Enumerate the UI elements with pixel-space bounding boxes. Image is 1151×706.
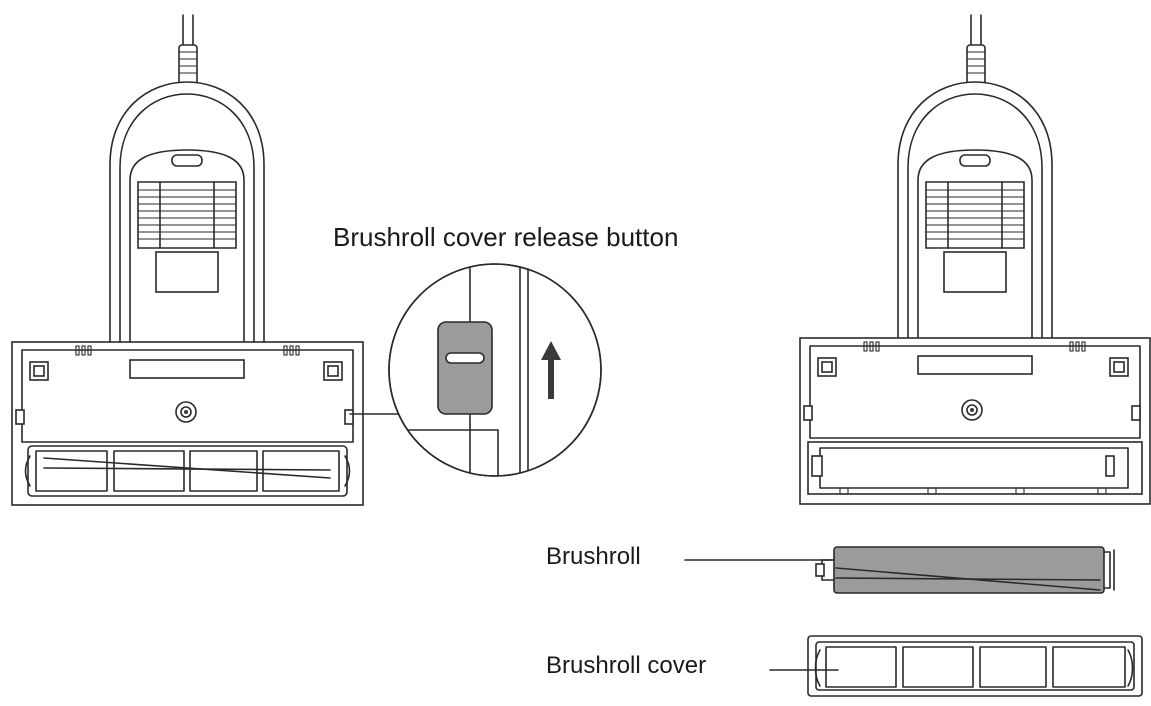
release-button	[437, 321, 493, 415]
screw-left	[175, 401, 197, 423]
brushroll-cover-window-left	[24, 445, 351, 497]
release-button-zoom	[388, 263, 602, 477]
screw-right	[961, 399, 983, 421]
vacuum-head-assembled	[11, 14, 364, 506]
brushroll-cover-part	[807, 635, 1143, 697]
base-vents-right	[863, 341, 1086, 352]
label-brushroll: Brushroll	[546, 543, 641, 570]
brushroll-cavity	[807, 441, 1143, 495]
label-plate-left	[155, 251, 219, 293]
vacuum-head-cover-removed	[799, 14, 1151, 505]
brushroll-part	[815, 546, 1115, 594]
vent-grille-left	[137, 181, 237, 249]
release-tab-right-side	[344, 409, 354, 425]
arrow-up-icon	[541, 341, 561, 399]
handle-slot-right	[959, 154, 991, 167]
label-plate-right	[943, 251, 1007, 293]
release-tab-left-side	[15, 409, 25, 425]
label-release-button: Brushroll cover release button	[333, 222, 679, 252]
vent-grille-right	[925, 181, 1025, 249]
base-vents-left	[75, 345, 300, 356]
label-brushroll-cover: Brushroll cover	[546, 652, 707, 679]
handle-slot-left	[171, 154, 203, 167]
